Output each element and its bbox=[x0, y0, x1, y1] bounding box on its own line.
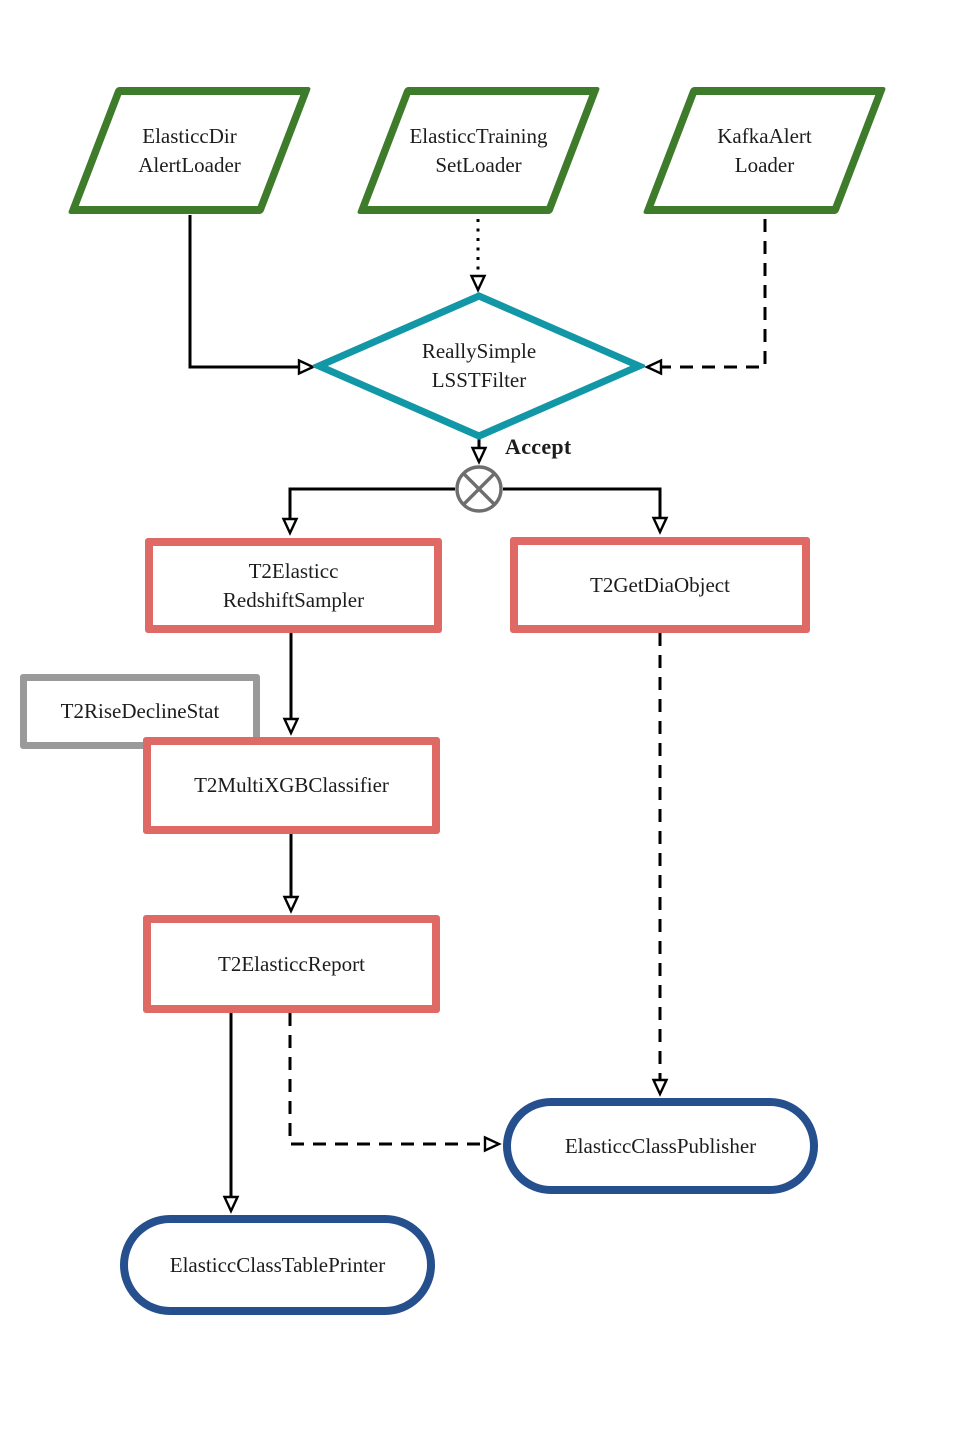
label-line: T2MultiXGBClassifier bbox=[194, 773, 389, 798]
node-kafka-alert-loader: KafkaAlert Loader bbox=[642, 87, 887, 214]
label-line: SetLoader bbox=[435, 152, 522, 177]
node-t2-elasticc-report: T2ElasticcReport bbox=[143, 915, 440, 1013]
label-line: LSSTFilter bbox=[431, 368, 527, 392]
node-t2-rise-decline-stat: T2RiseDeclineStat bbox=[20, 674, 260, 749]
label-line: RedshiftSampler bbox=[222, 587, 365, 612]
edge-kafkaalertloader-to-filter bbox=[644, 219, 767, 376]
node-label: ElasticcDir AlertLoader bbox=[138, 122, 241, 180]
node-label: ElasticcClassPublisher bbox=[565, 1132, 756, 1161]
label-line: T2ElasticcReport bbox=[218, 951, 365, 976]
node-label: ReallySimple LSSTFilter bbox=[422, 337, 536, 395]
node-elasticc-dir-alert-loader: ElasticcDir AlertLoader bbox=[67, 87, 312, 214]
node-elasticc-class-publisher: ElasticcClassPublisher bbox=[503, 1098, 818, 1194]
label-line: ElasticcTraining bbox=[409, 123, 548, 148]
node-label: T2ElasticcReport bbox=[218, 950, 365, 979]
label-line: AlertLoader bbox=[138, 152, 241, 177]
edge-junction-to-redshiftsampler bbox=[281, 487, 455, 536]
label-line: ElasticcDir bbox=[142, 123, 237, 148]
label-line: T2RiseDeclineStat bbox=[60, 699, 220, 724]
label-line: ElasticcClassTablePrinter bbox=[169, 1252, 386, 1277]
node-label: ElasticcClassTablePrinter bbox=[170, 1251, 385, 1280]
node-label: KafkaAlert Loader bbox=[717, 122, 811, 180]
diamond-shape bbox=[313, 292, 645, 440]
edge-junction-to-getdiaobject bbox=[503, 487, 669, 535]
node-label: T2RiseDeclineStat bbox=[61, 697, 220, 726]
otimes-junction-icon bbox=[453, 463, 505, 515]
edge-diralertloader-to-filter bbox=[188, 215, 316, 376]
node-t2-get-dia-object: T2GetDiaObject bbox=[510, 537, 810, 633]
node-elasticc-training-set-loader: ElasticcTraining SetLoader bbox=[356, 87, 601, 214]
node-label: T2GetDiaObject bbox=[590, 571, 730, 600]
node-t2-multi-xgb-classifier: T2MultiXGBClassifier bbox=[143, 737, 440, 834]
accept-edge-label: Accept bbox=[505, 434, 572, 459]
label-line: T2GetDiaObject bbox=[590, 572, 730, 597]
label-line: T2Elasticc bbox=[248, 558, 339, 583]
node-label: T2MultiXGBClassifier bbox=[194, 771, 389, 800]
node-t2-elasticc-redshift-sampler: T2Elasticc RedshiftSampler bbox=[145, 538, 442, 633]
node-label: T2Elasticc RedshiftSampler bbox=[223, 557, 364, 615]
node-really-simple-lsst-filter: ReallySimple LSSTFilter bbox=[313, 290, 645, 442]
node-elasticc-class-table-printer: ElasticcClassTablePrinter bbox=[120, 1215, 435, 1315]
node-label: ElasticcTraining SetLoader bbox=[409, 122, 547, 180]
label-line: ElasticcClassPublisher bbox=[564, 1133, 757, 1158]
label-line: Loader bbox=[734, 152, 795, 177]
label-line: KafkaAlert bbox=[717, 123, 812, 148]
label-line: ReallySimple bbox=[421, 339, 537, 364]
edge-report-to-publisher bbox=[288, 1013, 502, 1153]
